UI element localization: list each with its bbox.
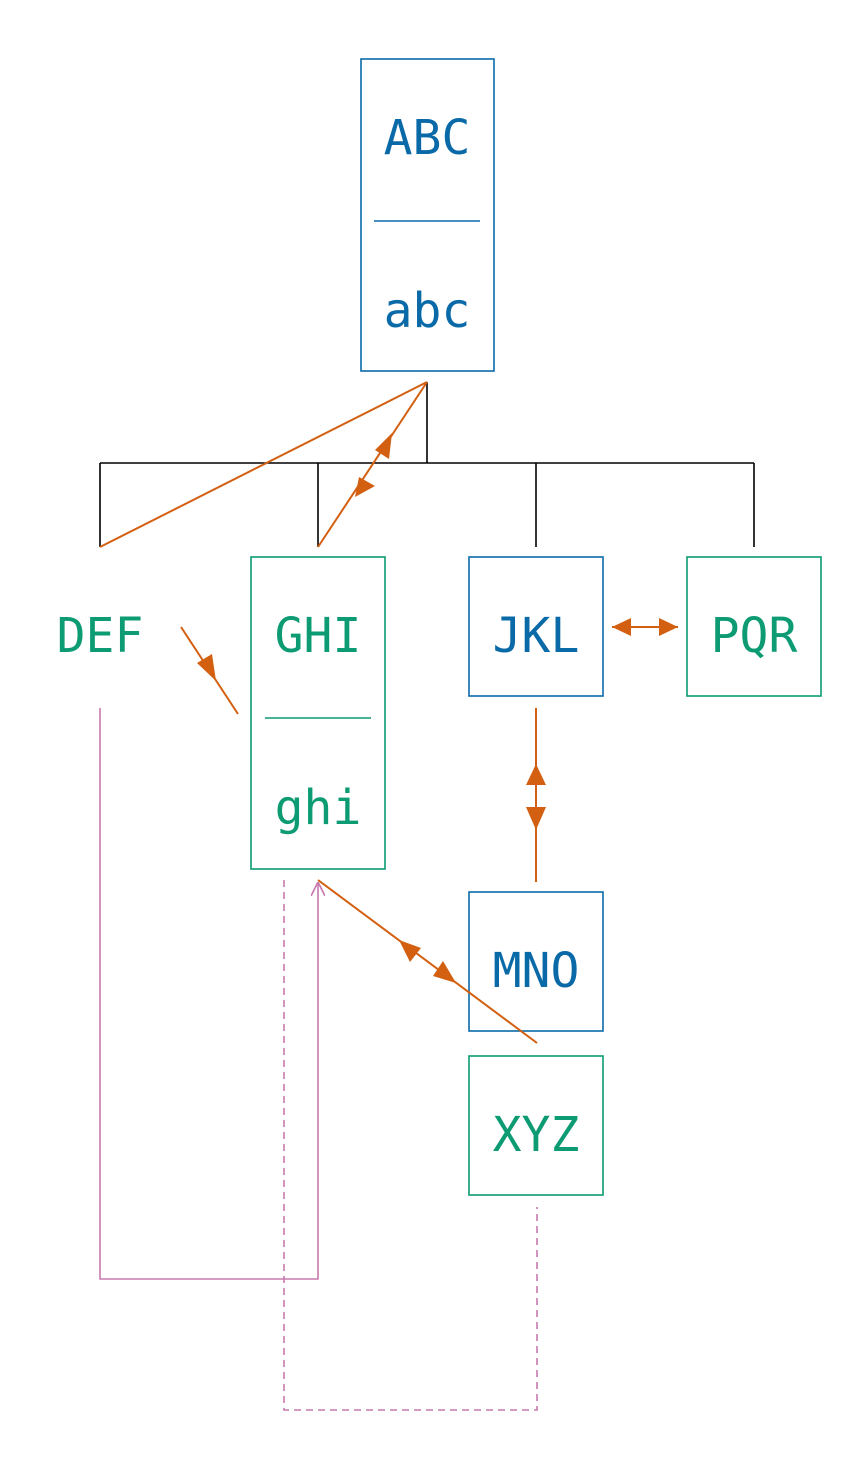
node-pqr-label: PQR (711, 608, 798, 664)
arrowhead-ghi-abc-down (355, 477, 375, 497)
node-abc-lower-label: abc (384, 283, 471, 339)
edge-ghi-mno (317, 879, 538, 1044)
node-xyz-label: XYZ (493, 1107, 580, 1163)
node-abc-upper-label: ABC (384, 110, 471, 166)
node-xyz[interactable]: XYZ (468, 1055, 604, 1196)
tree-connectors (99, 382, 755, 547)
edge-def-abc (99, 381, 428, 548)
arrowhead-ghi-mno-up (399, 940, 421, 962)
node-def[interactable]: DEF (57, 608, 144, 664)
node-ghi[interactable]: GHI ghi (250, 556, 386, 870)
node-def-label: DEF (57, 608, 144, 664)
arrowhead-ghi-abc-up (375, 433, 392, 459)
node-ghi-lower-label: ghi (275, 780, 362, 836)
node-mno[interactable]: MNO (468, 891, 604, 1032)
node-jkl-label: JKL (493, 608, 580, 664)
arrowhead-ghi-mno-down (433, 961, 456, 983)
edge-ghi-xyz-dashed (283, 880, 538, 1411)
arrowhead-def-ghi (197, 654, 216, 681)
node-mno-label: MNO (493, 943, 580, 999)
arrowhead-jkl-pqr-right (659, 618, 678, 636)
node-pqr[interactable]: PQR (686, 556, 822, 697)
arrowhead-jkl-mno-down (526, 807, 546, 830)
node-abc[interactable]: ABC abc (360, 58, 495, 372)
node-ghi-upper-label: GHI (275, 608, 362, 664)
edge-def-loop-ghi (99, 708, 318, 1280)
arrowhead-jkl-mno-up (526, 764, 546, 785)
edge-ghi-abc (317, 381, 428, 548)
pink-edges (99, 708, 538, 1411)
orange-edges (99, 381, 678, 1044)
arrowhead-jkl-pqr-left (612, 618, 631, 636)
node-jkl[interactable]: JKL (468, 556, 604, 697)
